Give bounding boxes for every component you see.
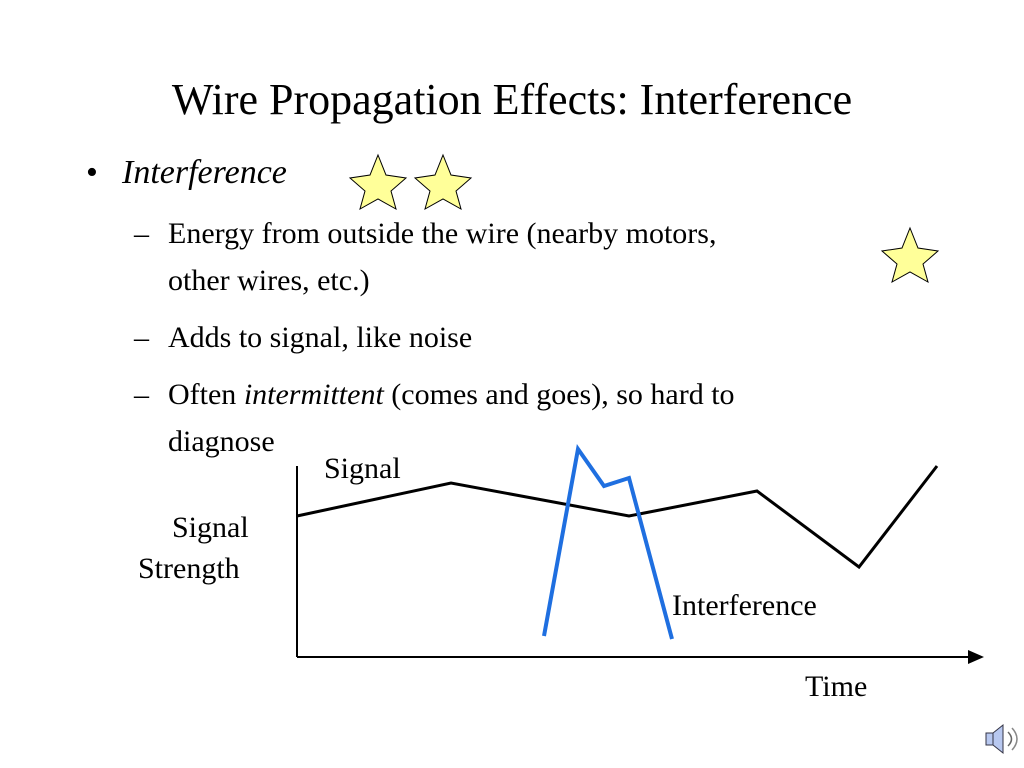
bullet-interference: Interference: [122, 154, 287, 191]
bullet-dot: •: [86, 154, 98, 191]
slide-title: Wire Propagation Effects: Interference: [171, 75, 853, 124]
interference-label: Interference: [672, 589, 817, 622]
speaker-icon: [985, 723, 1018, 755]
dash-marker: –: [134, 217, 149, 250]
x-axis-label: Time: [805, 670, 868, 703]
y-axis-label-line1: Signal: [172, 511, 249, 544]
sub-bullet-energy-line2: other wires, etc.): [168, 264, 370, 297]
sub-bullet-often-line1: Often intermittent (comes and goes), so …: [168, 372, 735, 418]
comes-goes-text: (comes and goes), so hard to: [383, 378, 735, 411]
dash-marker: –: [134, 321, 149, 354]
sub-bullet-energy-line1: Energy from outside the wire (nearby mot…: [168, 217, 717, 250]
often-text: Often: [168, 378, 244, 411]
y-axis-label-line2: Strength: [138, 552, 240, 585]
star-icon: [348, 153, 408, 211]
star-icon: [413, 153, 473, 211]
sub-bullet-often-line2: diagnose: [168, 425, 275, 458]
sub-bullet-adds: Adds to signal, like noise: [168, 321, 473, 354]
signal-label: Signal: [324, 452, 401, 485]
interference-line: [542, 443, 674, 640]
star-icon: [880, 226, 940, 284]
signal-line: [296, 465, 939, 570]
x-axis-arrowhead: [968, 650, 984, 664]
intermittent-text: intermittent: [243, 378, 384, 411]
dash-marker: –: [134, 378, 149, 411]
